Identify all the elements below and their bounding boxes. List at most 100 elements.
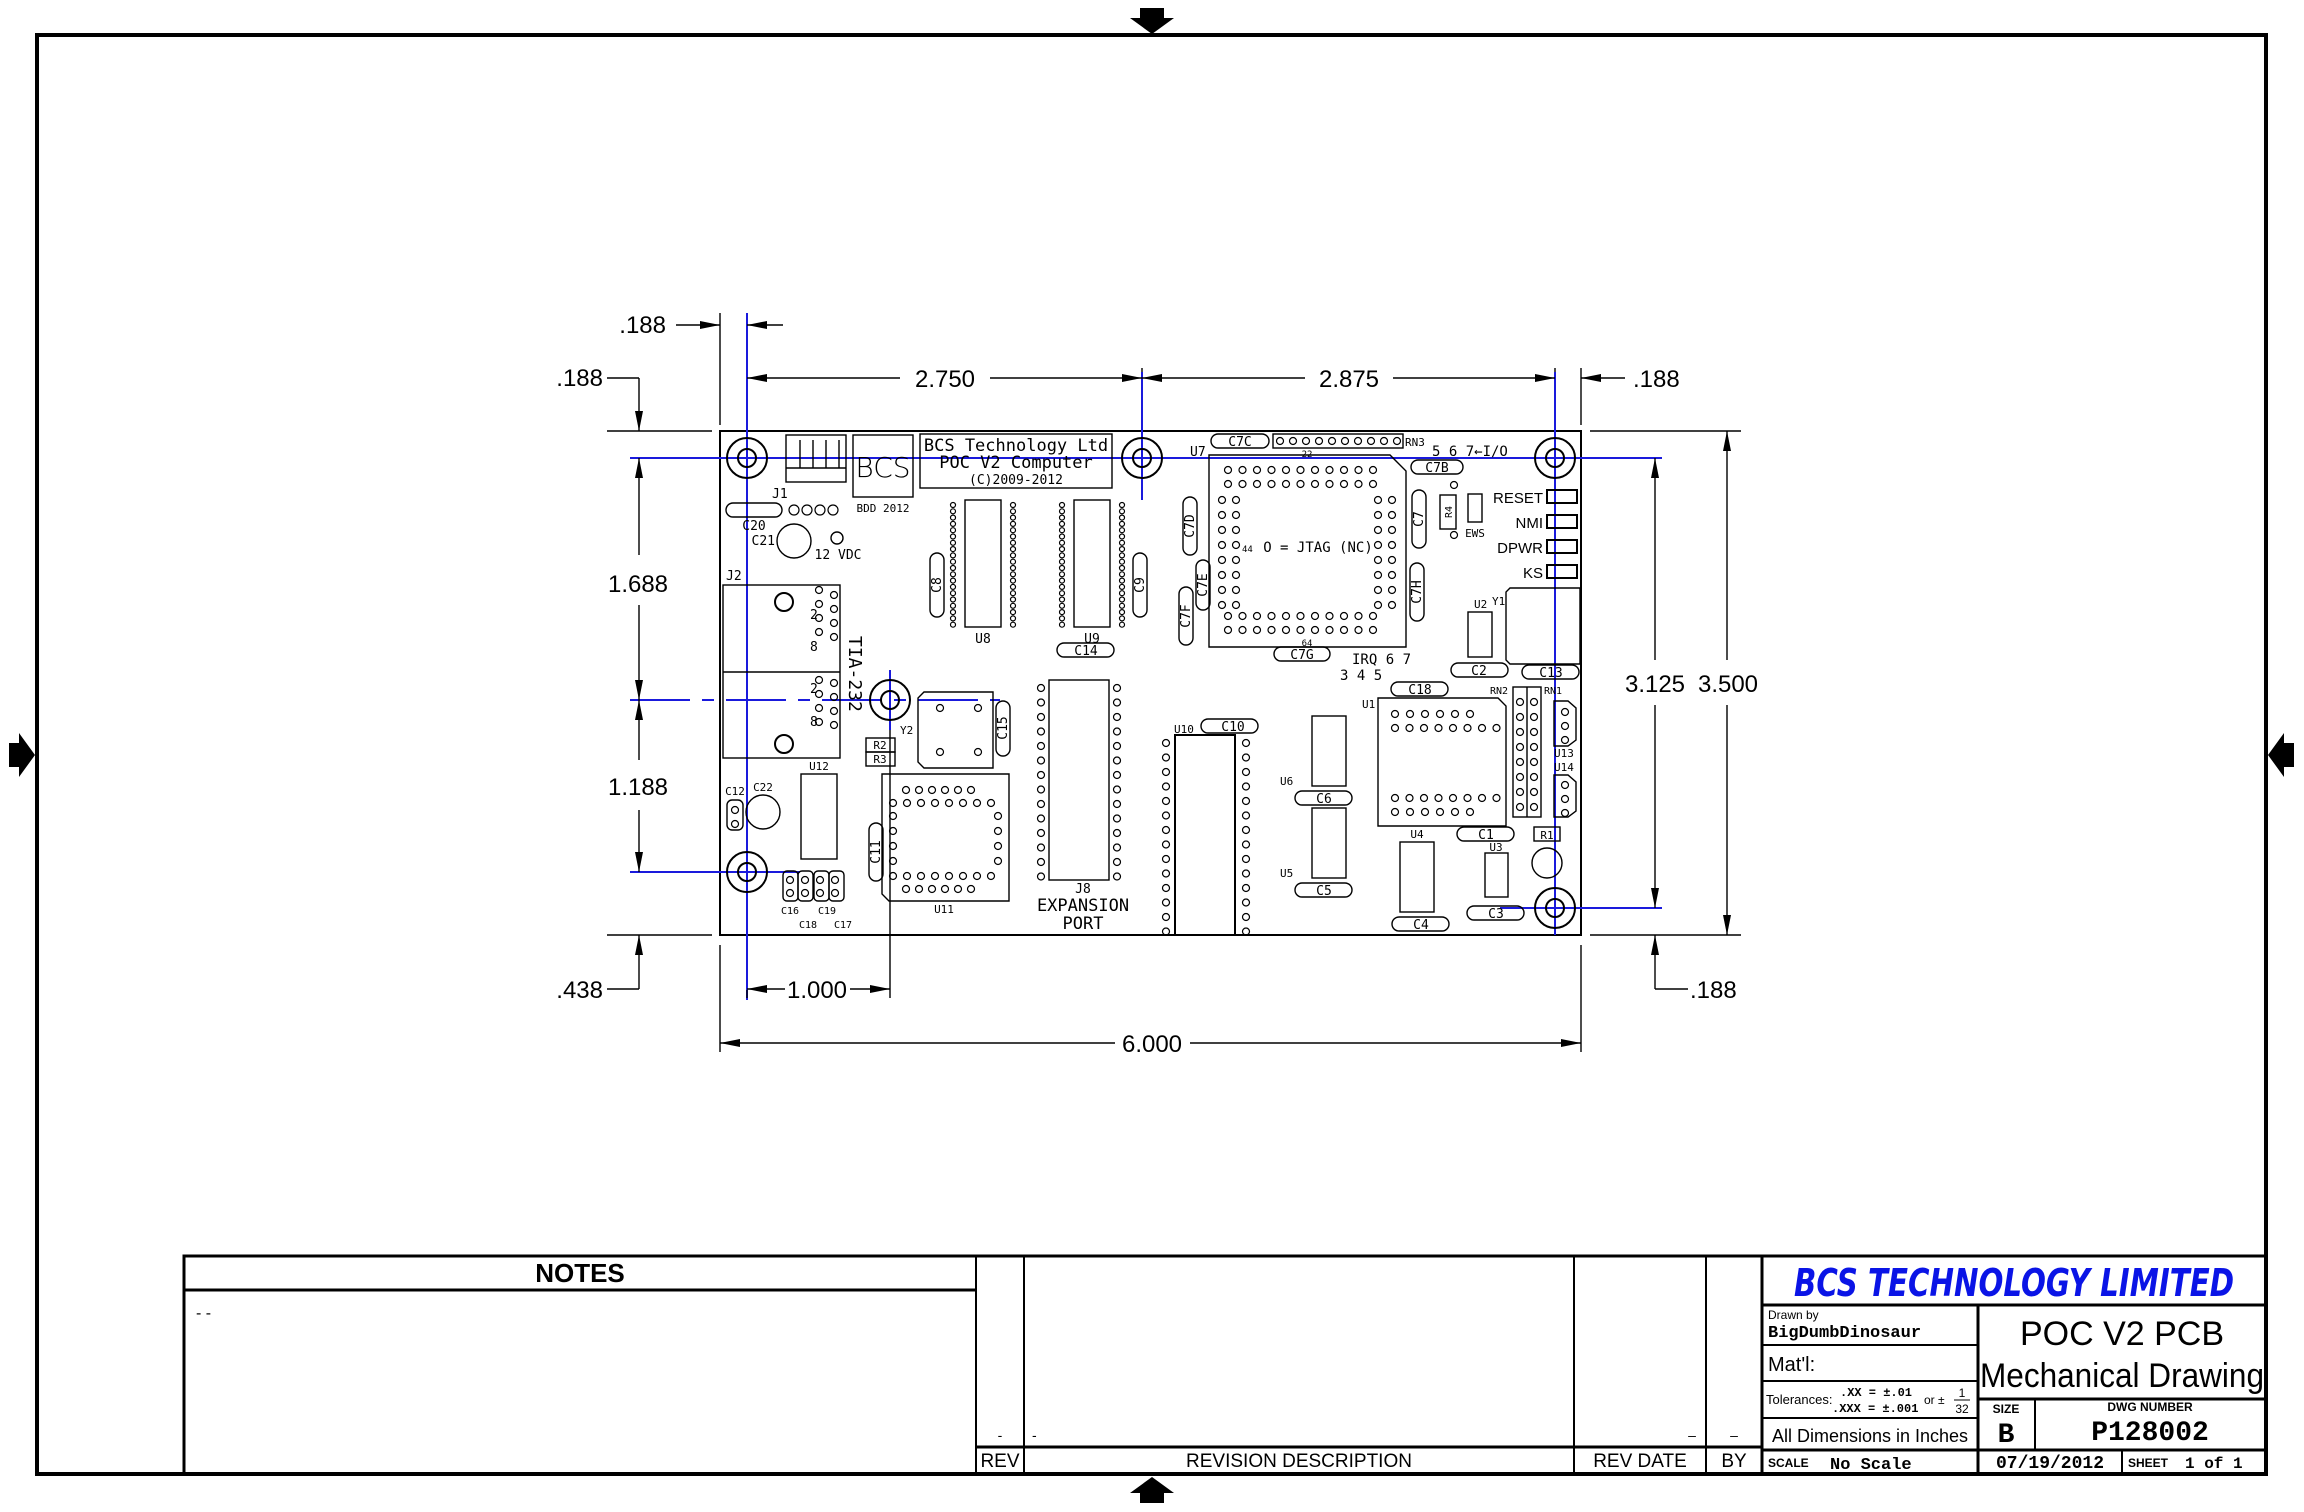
pad	[927, 785, 937, 795]
pad	[1252, 625, 1262, 635]
pad	[1515, 727, 1525, 737]
pad	[1238, 611, 1247, 621]
pad	[1231, 570, 1241, 580]
pad	[1529, 772, 1539, 782]
pad	[949, 545, 957, 553]
revision-description: -	[1032, 1427, 1037, 1443]
pad	[1058, 520, 1066, 528]
revision-date: –	[1688, 1427, 1696, 1443]
pad	[949, 552, 957, 559]
label-c18b: C18	[799, 920, 817, 931]
j2-mount-hole	[774, 734, 794, 754]
pad	[1223, 465, 1233, 475]
top-center-arrow-icon	[1130, 8, 1174, 34]
pad	[1036, 756, 1046, 765]
pad	[949, 533, 957, 540]
dim-top-left-offset: .188	[619, 312, 666, 339]
pad	[814, 599, 824, 609]
pad	[1223, 611, 1233, 621]
pad	[1161, 782, 1171, 791]
pad	[949, 539, 957, 546]
pad	[1387, 570, 1397, 580]
label-c5: C5	[1316, 884, 1332, 899]
pad	[1118, 602, 1126, 609]
ic-u7	[1208, 454, 1407, 648]
col-description: REVISION DESCRIPTION	[1186, 1451, 1412, 1472]
pad	[1009, 508, 1017, 515]
pad	[986, 798, 996, 808]
pad	[1252, 611, 1262, 621]
pad	[1373, 555, 1383, 565]
capacitor-c7c	[1210, 433, 1270, 449]
capacitor-c14	[1056, 642, 1115, 658]
pad	[1387, 540, 1397, 550]
pad	[1161, 767, 1171, 777]
pad	[1373, 600, 1383, 610]
pad	[1390, 723, 1400, 733]
pad	[1529, 802, 1539, 812]
regulator-u13	[1553, 700, 1577, 747]
pad	[1241, 767, 1251, 777]
pad	[1058, 527, 1066, 534]
label-c8: C8	[930, 577, 945, 593]
pad	[1231, 540, 1241, 550]
pad	[1112, 857, 1122, 867]
pad	[1267, 465, 1276, 475]
pad	[1217, 600, 1227, 610]
pad	[1161, 927, 1171, 936]
col-rev: REV	[980, 1451, 1019, 1472]
pad	[1405, 793, 1414, 803]
pad	[935, 747, 945, 757]
label-u7: U7	[1190, 445, 1206, 460]
pad	[1241, 738, 1251, 748]
label-c2: C2	[1471, 664, 1487, 679]
pad	[1529, 787, 1539, 797]
label-c7b: C7B	[1425, 461, 1449, 476]
j2-pin2-label: 2	[810, 682, 818, 697]
pad	[1036, 843, 1046, 852]
pad	[1009, 539, 1017, 546]
pad	[815, 875, 825, 885]
pad	[949, 501, 957, 509]
pad	[1009, 621, 1017, 628]
pad	[1058, 621, 1066, 628]
pad	[785, 875, 795, 885]
tolerance-xxx: .XXX = ±.001	[1832, 1402, 1918, 1416]
label-y2: Y2	[900, 724, 913, 737]
io-legend: 5 6 7←I/O	[1432, 444, 1508, 460]
capacitor-c18	[797, 870, 814, 902]
crystal-y2	[917, 691, 994, 769]
mounting-hole	[726, 437, 768, 479]
pad	[1275, 436, 1285, 446]
drawing-title-line-2: Mechanical Drawing	[1980, 1357, 2264, 1395]
mounting-hole	[1121, 437, 1163, 479]
size-value: B	[1998, 1420, 2015, 1451]
pad	[1036, 727, 1046, 736]
pad	[1118, 583, 1126, 591]
pad	[902, 871, 912, 881]
ic-u4	[1399, 841, 1435, 913]
label-ews: EWS	[1465, 527, 1485, 540]
pad	[1339, 611, 1349, 621]
pad	[1112, 843, 1122, 852]
label-c11: C11	[869, 840, 884, 863]
pad	[1463, 793, 1472, 803]
label-c15: C15	[996, 716, 1011, 739]
pad	[1339, 479, 1349, 489]
brand-date: BDD 2012	[857, 502, 910, 515]
pad	[1112, 712, 1122, 722]
pad	[1373, 540, 1383, 550]
label-y1: Y1	[1492, 595, 1505, 608]
brand-box	[852, 434, 914, 498]
u7-pin22-label: 22	[1302, 450, 1313, 460]
pad	[1241, 840, 1251, 849]
j2-pin8-label: 8	[810, 715, 818, 730]
pad	[914, 785, 924, 795]
pad	[949, 590, 957, 597]
pad	[829, 692, 839, 702]
pad	[1387, 495, 1397, 505]
pad	[800, 888, 810, 898]
ic-u12	[800, 773, 838, 860]
pad	[1217, 525, 1227, 535]
pad	[1058, 596, 1066, 603]
